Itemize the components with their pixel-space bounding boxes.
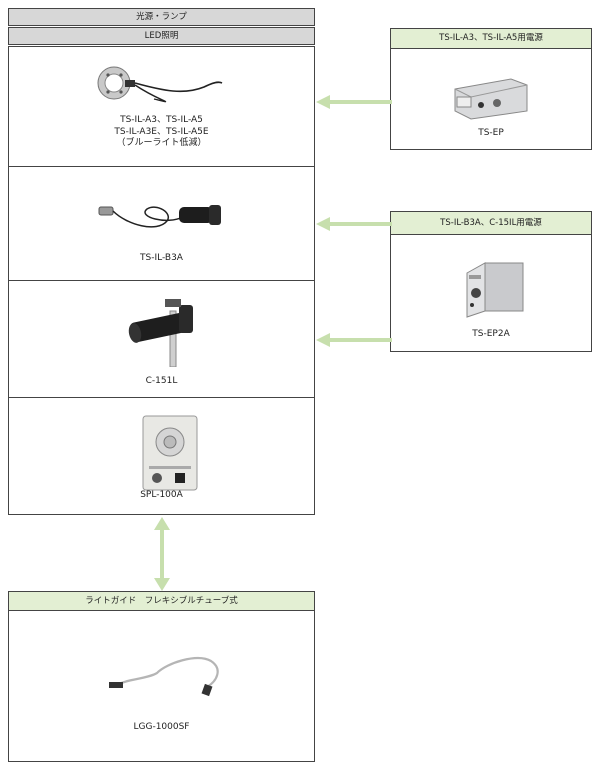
product-cell-c-151l[interactable]: C-151L (8, 280, 315, 398)
power-supply-header-ts-ep: TS-IL-A3、TS-IL-A5用電源 (390, 28, 592, 49)
power-supply-header-text: TS-IL-B3A、C-15IL用電源 (440, 218, 542, 228)
power-supply-header-text: TS-IL-A3、TS-IL-A5用電源 (439, 33, 543, 43)
product-cell-ts-ep[interactable]: TS-EP (390, 48, 592, 150)
product-label-lgg-1000sf: LGG-1000SF (9, 722, 314, 734)
led-lighting-header: LED照明 (8, 27, 315, 45)
ts-ep-power-supply-image (454, 78, 528, 120)
product-cell-ts-ep2a[interactable]: TS-EP2A (390, 234, 592, 352)
product-cell-ts-il-a3[interactable]: TS-IL-A3、TS-IL-A5 TS-IL-A3E、TS-IL-A5E （ブ… (8, 46, 315, 167)
halogen-light-source-image (142, 415, 198, 491)
product-cell-ts-il-b3a[interactable]: TS-IL-B3A (8, 166, 315, 281)
product-label-ts-ep: TS-EP (391, 128, 591, 140)
label-line-1: TS-EP2A (472, 329, 510, 339)
light-guide-header-text: ライトガイド フレキシブルチューブ式 (85, 596, 238, 606)
product-label-ts-il-a3: TS-IL-A3、TS-IL-A5 TS-IL-A3E、TS-IL-A5E （ブ… (9, 115, 314, 150)
product-cell-spl-100a[interactable]: SPL-100A (8, 397, 315, 515)
label-line-1: SPL-100A (140, 490, 183, 500)
product-label-c-151l: C-151L (9, 376, 314, 388)
product-cell-lgg-1000sf[interactable]: LGG-1000SF (8, 610, 315, 762)
label-line-2: TS-IL-A3E、TS-IL-A5E (114, 126, 209, 137)
label-line-1: C-151L (145, 376, 178, 386)
ts-ep2a-power-supply-image (466, 262, 524, 318)
ring-light-image (97, 66, 223, 103)
spot-light-image (128, 299, 193, 367)
flexible-light-guide-image (109, 656, 219, 697)
light-source-header-text: 光源・ランプ (136, 12, 187, 22)
product-label-spl-100a: SPL-100A (9, 490, 314, 502)
light-source-header: 光源・ランプ (8, 8, 315, 26)
product-label-ts-ep2a: TS-EP2A (391, 329, 591, 341)
connection-arrow-light-guide (154, 517, 170, 591)
connection-arrow-ts-ep2a-2 (316, 333, 392, 347)
label-line-3: （ブルーライト低減） (116, 138, 207, 148)
label-line-1: TS-EP (478, 128, 504, 138)
label-line-1: TS-IL-A3、TS-IL-A5 (120, 115, 203, 125)
product-label-ts-il-b3a: TS-IL-B3A (9, 253, 314, 265)
gooseneck-light-image (98, 205, 221, 228)
led-lighting-header-text: LED照明 (144, 31, 179, 41)
light-guide-header: ライトガイド フレキシブルチューブ式 (8, 591, 315, 611)
label-line-1: LGG-1000SF (133, 722, 190, 732)
power-supply-header-ts-ep2a: TS-IL-B3A、C-15IL用電源 (390, 211, 592, 235)
label-line-1: TS-IL-B3A (140, 253, 183, 263)
connection-arrow-ts-ep2a-1 (316, 217, 392, 231)
connection-arrow-ts-ep (316, 95, 392, 109)
